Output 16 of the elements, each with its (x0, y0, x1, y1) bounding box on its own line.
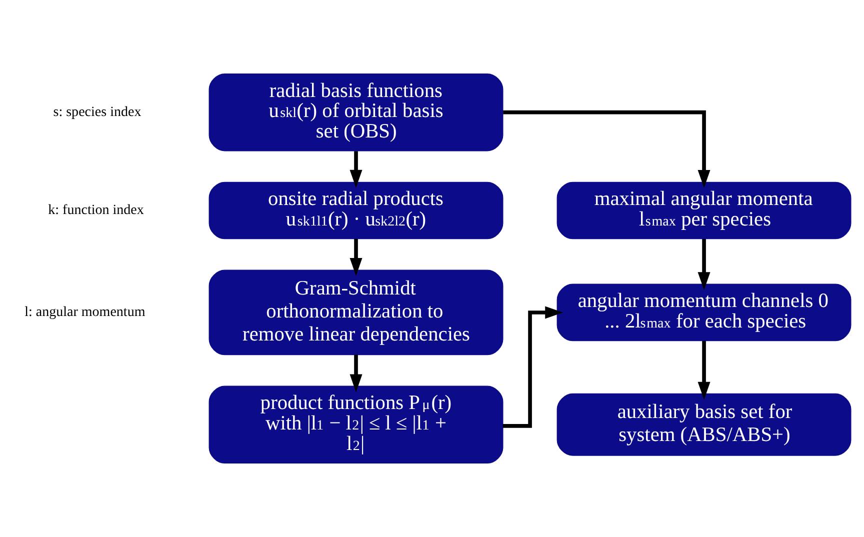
node-box: Gram-Schmidt orthonormalization to remove linear dependencies (208, 270, 503, 356)
label: k: function index (48, 203, 144, 218)
arrow (697, 238, 710, 290)
arrow (349, 354, 362, 392)
node-box: radial basis functions uskl(r) of orbital basis set (OBS) (208, 73, 503, 152)
node-box: maximal angular momenta lsmax per species (556, 182, 851, 240)
node-box: angular momentum channels 0 ... 2lsmax for each species (556, 284, 851, 342)
arrow (349, 238, 362, 276)
arrow (349, 151, 362, 188)
node-box: onsite radial products usk1l1(r) · usk2l2(r) (208, 182, 503, 240)
arrow (502, 110, 710, 188)
label: s: species index (52, 104, 141, 120)
node-box: auxiliary basis set for system (ABS/ABS+) (556, 393, 851, 456)
arrow (697, 340, 710, 400)
label: l: angular momentum (24, 305, 145, 320)
arrow (502, 306, 562, 428)
